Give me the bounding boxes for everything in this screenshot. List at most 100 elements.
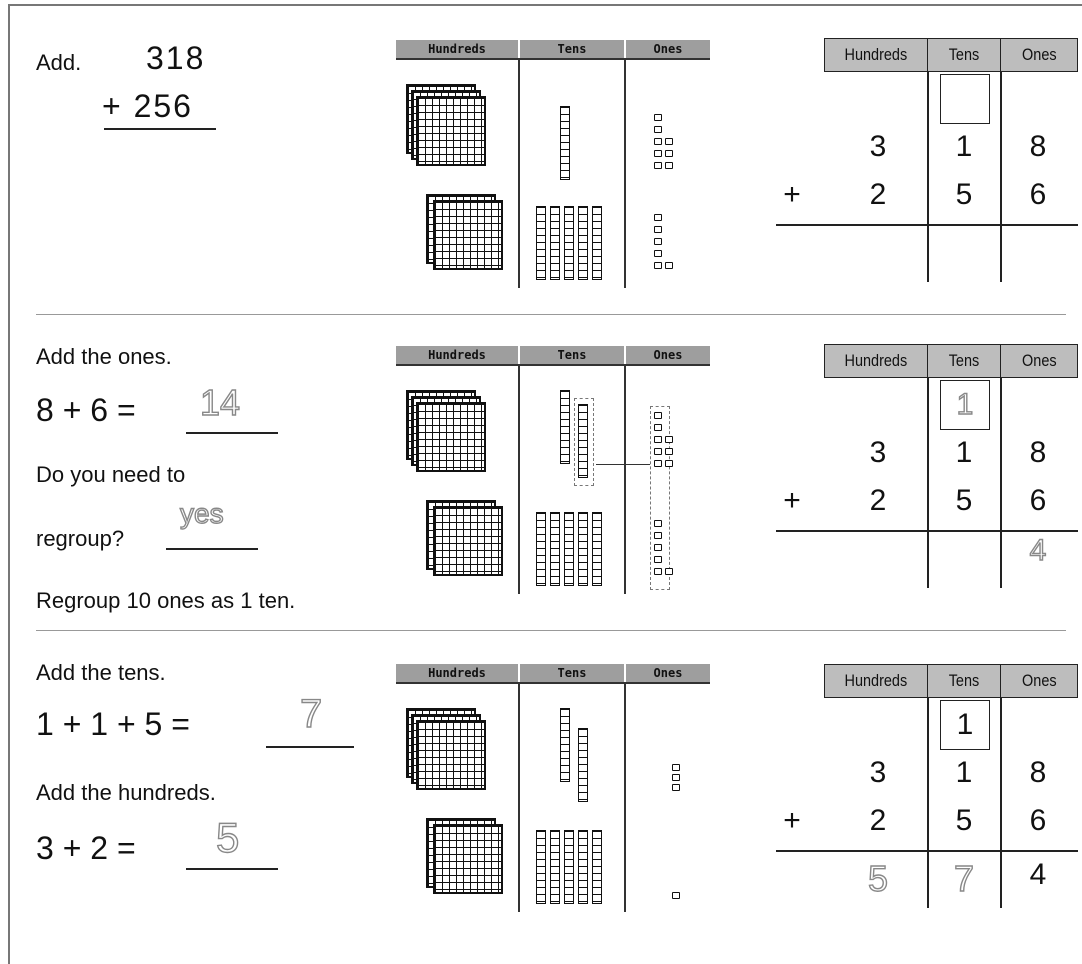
carry-box[interactable]: 1	[940, 700, 990, 750]
digit: 6	[1008, 804, 1068, 838]
question-line1: Do you need to	[36, 462, 185, 488]
hundred-flat	[433, 200, 503, 270]
table-header-ones: Ones	[1000, 664, 1078, 698]
instruction-add-hundreds: Add the hundreds.	[36, 780, 216, 806]
one-cube	[654, 250, 662, 257]
one-cube	[665, 262, 673, 269]
digit: 5	[934, 178, 994, 212]
one-cube	[654, 150, 662, 157]
digit: 1	[934, 436, 994, 470]
one-cube	[654, 114, 662, 121]
table-header-hundreds: Hundreds	[824, 344, 928, 378]
equation-hundreds: 3 + 2 =	[36, 830, 136, 867]
regroup-answer[interactable]: yes	[180, 498, 224, 530]
one-cube	[654, 544, 662, 551]
answer-ones[interactable]: 14	[200, 382, 240, 424]
table-header-hundreds: Hundreds	[824, 664, 928, 698]
mat-header-hundreds: Hundreds	[396, 346, 518, 366]
mat-header-ones: Ones	[626, 664, 710, 684]
ten-rod	[536, 512, 546, 586]
mat-header-hundreds: Hundreds	[396, 40, 518, 60]
ten-rod	[578, 404, 588, 478]
result-digit[interactable]: 5	[848, 858, 908, 900]
ten-rod	[592, 512, 602, 586]
mat-header-tens: Tens	[520, 664, 624, 684]
one-cube	[654, 162, 662, 169]
one-cube	[654, 138, 662, 145]
instruction-add-ones: Add the ones.	[36, 344, 172, 370]
one-cube	[665, 138, 673, 145]
one-cube	[665, 568, 673, 575]
table-header-hundreds: Hundreds	[824, 38, 928, 72]
section-divider	[36, 630, 1066, 631]
ten-rod	[550, 206, 560, 280]
one-cube	[665, 448, 673, 455]
hundred-flat	[433, 506, 503, 576]
sum-line	[104, 128, 216, 130]
carry-box[interactable]: 1	[940, 380, 990, 430]
carry-box[interactable]	[940, 74, 990, 124]
ten-rod	[560, 106, 570, 180]
one-cube	[665, 162, 673, 169]
answer-tens[interactable]: 7	[300, 692, 322, 737]
answer-table-1: Hundreds Tens Ones 3 1 8 + 2 5 6	[776, 38, 1078, 282]
hundred-flat	[416, 720, 486, 790]
table-header-tens: Tens	[927, 38, 1001, 72]
result-digit[interactable]: 7	[934, 858, 994, 900]
hundred-flat	[416, 402, 486, 472]
one-cube	[654, 238, 662, 245]
one-cube	[654, 412, 662, 419]
ten-rod	[578, 206, 588, 280]
addend-bottom: + 256	[102, 88, 193, 125]
table-header-tens: Tens	[927, 344, 1001, 378]
plus-sign: +	[762, 804, 822, 838]
ten-rod	[578, 830, 588, 904]
place-value-mat-1: Hundreds Tens Ones	[396, 40, 710, 290]
table-header-tens: Tens	[927, 664, 1001, 698]
hundred-flat	[433, 824, 503, 894]
place-value-mat-2: Hundreds Tens Ones	[396, 346, 710, 596]
one-cube	[672, 774, 680, 781]
plus-sign: +	[762, 178, 822, 212]
question-line2: regroup?	[36, 526, 124, 552]
digit: 2	[848, 484, 908, 518]
ten-rod	[560, 708, 570, 782]
one-cube	[654, 126, 662, 133]
mat-header-tens: Tens	[520, 40, 624, 60]
one-cube	[654, 262, 662, 269]
answer-hundreds[interactable]: 5	[216, 814, 239, 862]
digit: 2	[848, 178, 908, 212]
one-cube	[654, 436, 662, 443]
one-cube	[654, 556, 662, 563]
ten-rod	[592, 206, 602, 280]
ten-rod	[536, 830, 546, 904]
mat-header-hundreds: Hundreds	[396, 664, 518, 684]
digit: 5	[934, 484, 994, 518]
one-cube	[654, 568, 662, 575]
digit: 5	[934, 804, 994, 838]
one-cube	[672, 764, 680, 771]
one-cube	[665, 460, 673, 467]
one-cube	[665, 150, 673, 157]
one-cube	[654, 214, 662, 221]
answer-line	[186, 432, 278, 434]
regroup-text: Regroup 10 ones as 1 ten.	[36, 588, 295, 614]
ten-rod	[550, 830, 560, 904]
equation-ones: 8 + 6 =	[36, 392, 136, 429]
add-label: Add.	[36, 50, 81, 76]
table-header-ones: Ones	[1000, 344, 1078, 378]
ten-rod	[536, 206, 546, 280]
ten-rod	[564, 830, 574, 904]
mat-header-ones: Ones	[626, 40, 710, 60]
result-digit[interactable]: 4	[1008, 534, 1068, 568]
answer-table-3: Hundreds Tens Ones 1 3 1 8 + 2 5 6 5 7 4	[776, 664, 1078, 908]
answer-line	[166, 548, 258, 550]
instruction-add-tens: Add the tens.	[36, 660, 166, 686]
ten-rod	[578, 728, 588, 802]
addend-top: 318	[146, 40, 205, 77]
result-digit[interactable]: 4	[1008, 858, 1068, 892]
ten-rod	[564, 206, 574, 280]
one-cube	[665, 436, 673, 443]
one-cube	[654, 424, 662, 431]
ten-rod	[560, 390, 570, 464]
